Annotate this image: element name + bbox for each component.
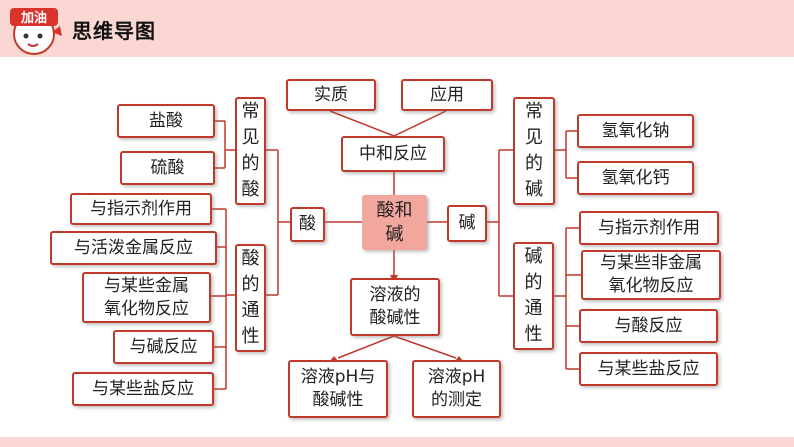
node-base-props: 碱 的 通 性 bbox=[513, 242, 554, 350]
line-base-bracket bbox=[487, 149, 513, 297]
line-common-acids-bracket bbox=[215, 120, 235, 169]
node-acid-prop-metal: 与活泼金属反应 bbox=[50, 231, 217, 265]
node-base-prop-salt: 与某些盐反应 bbox=[579, 352, 718, 386]
line-neutral-application bbox=[393, 110, 447, 137]
mascot-logo-icon: 加油 bbox=[10, 8, 62, 55]
footer-bar bbox=[0, 437, 794, 447]
node-essence: 实质 bbox=[286, 79, 376, 111]
page-title: 思维导图 bbox=[72, 19, 156, 43]
node-common-acids: 常 见 的 酸 bbox=[235, 97, 266, 205]
node-caoh2: 氢氧化钙 bbox=[577, 161, 694, 195]
line-ph-measure bbox=[393, 335, 457, 359]
line-neutral-essence bbox=[329, 110, 395, 137]
node-acid-props: 酸 的 通 性 bbox=[235, 244, 266, 352]
node-base: 碱 bbox=[447, 205, 487, 242]
node-acid-prop-salt: 与某些盐反应 bbox=[72, 372, 214, 406]
node-application: 应用 bbox=[401, 79, 493, 111]
node-acid-prop-oxide: 与某些金属 氧化物反应 bbox=[82, 272, 211, 323]
node-ph-measure: 溶液pH 的测定 bbox=[412, 360, 501, 418]
arrow-ph-measure bbox=[455, 356, 463, 361]
node-ph-relation: 溶液pH与 酸碱性 bbox=[288, 360, 388, 418]
node-common-bases: 常 见 的 碱 bbox=[513, 97, 555, 205]
node-naoh: 氢氧化钠 bbox=[577, 114, 694, 148]
node-acid: 酸 bbox=[290, 207, 325, 242]
line-acid-bracket bbox=[266, 149, 290, 296]
line-common-bases-bracket bbox=[555, 130, 577, 179]
node-base-prop-acid: 与酸反应 bbox=[579, 309, 718, 343]
node-hcl: 盐酸 bbox=[117, 104, 215, 138]
line-acid-props-bracket bbox=[211, 208, 235, 390]
node-ph: 溶液的 酸碱性 bbox=[350, 278, 440, 336]
node-center: 酸和 碱 bbox=[362, 195, 427, 250]
line-ph-relation bbox=[337, 335, 395, 359]
node-neutralization: 中和反应 bbox=[341, 136, 445, 172]
node-base-prop-oxide: 与某些非金属 氧化物反应 bbox=[581, 250, 721, 300]
line-base-props-bracket bbox=[554, 227, 581, 370]
logo-text: 加油 bbox=[20, 10, 47, 26]
node-acid-prop-base: 与碱反应 bbox=[113, 330, 214, 364]
node-base-prop-indicator: 与指示剂作用 bbox=[579, 211, 719, 245]
node-acid-prop-indicator: 与指示剂作用 bbox=[70, 193, 212, 225]
arrow-ph-relation bbox=[330, 356, 338, 361]
header-bar: 加油 思维导图 bbox=[0, 0, 794, 57]
node-h2so4: 硫酸 bbox=[120, 151, 215, 185]
